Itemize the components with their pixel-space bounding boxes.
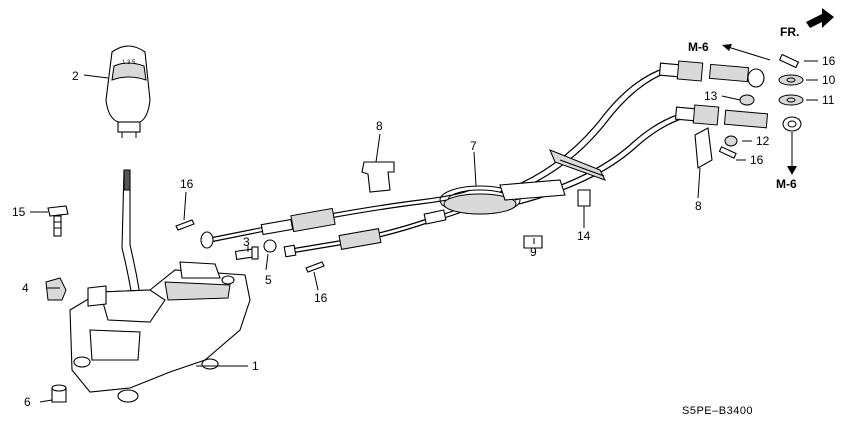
callout-9: 9 xyxy=(530,245,537,259)
ref-label-top: M-6 xyxy=(688,40,709,54)
cable-end-lower xyxy=(674,104,802,132)
callout-16-top-right: 16 xyxy=(822,54,836,68)
direction-label: FR. xyxy=(780,25,799,39)
callout-5: 5 xyxy=(265,273,272,287)
callout-16-right: 16 xyxy=(750,153,764,167)
callout-8-upper: 8 xyxy=(376,119,383,133)
bolt-15 xyxy=(47,205,69,237)
ref-label-bottom: M-6 xyxy=(776,177,797,191)
right-small-parts xyxy=(175,53,804,273)
shift-lever-assembly xyxy=(69,169,251,403)
callout-16-left: 16 xyxy=(180,177,194,191)
collar-6 xyxy=(51,384,67,403)
callout-7: 7 xyxy=(470,139,477,153)
shift-knob: 1 3 5 xyxy=(105,45,151,138)
callout-12: 12 xyxy=(756,134,770,148)
diagram-code: S5PE–B3400 xyxy=(682,405,753,417)
cable-end-upper xyxy=(658,60,765,88)
pin-3 xyxy=(234,246,259,260)
callout-6: 6 xyxy=(24,395,31,409)
leader-lines xyxy=(30,60,818,403)
callout-13: 13 xyxy=(704,89,718,103)
callout-10: 10 xyxy=(822,73,836,87)
callout-2: 2 xyxy=(72,69,79,83)
callout-8-lower: 8 xyxy=(695,199,702,213)
callout-15: 15 xyxy=(12,205,26,219)
callout-1: 1 xyxy=(252,359,259,373)
callout-14: 14 xyxy=(577,229,591,243)
callout-4: 4 xyxy=(22,281,29,295)
nut-4 xyxy=(45,277,67,301)
shift-cables xyxy=(200,67,685,258)
callout-16-lower: 16 xyxy=(314,291,328,305)
svg-text:1 3 5: 1 3 5 xyxy=(122,60,136,66)
callout-3: 3 xyxy=(243,235,250,249)
front-direction-arrow xyxy=(806,8,834,28)
callout-11: 11 xyxy=(822,93,835,107)
